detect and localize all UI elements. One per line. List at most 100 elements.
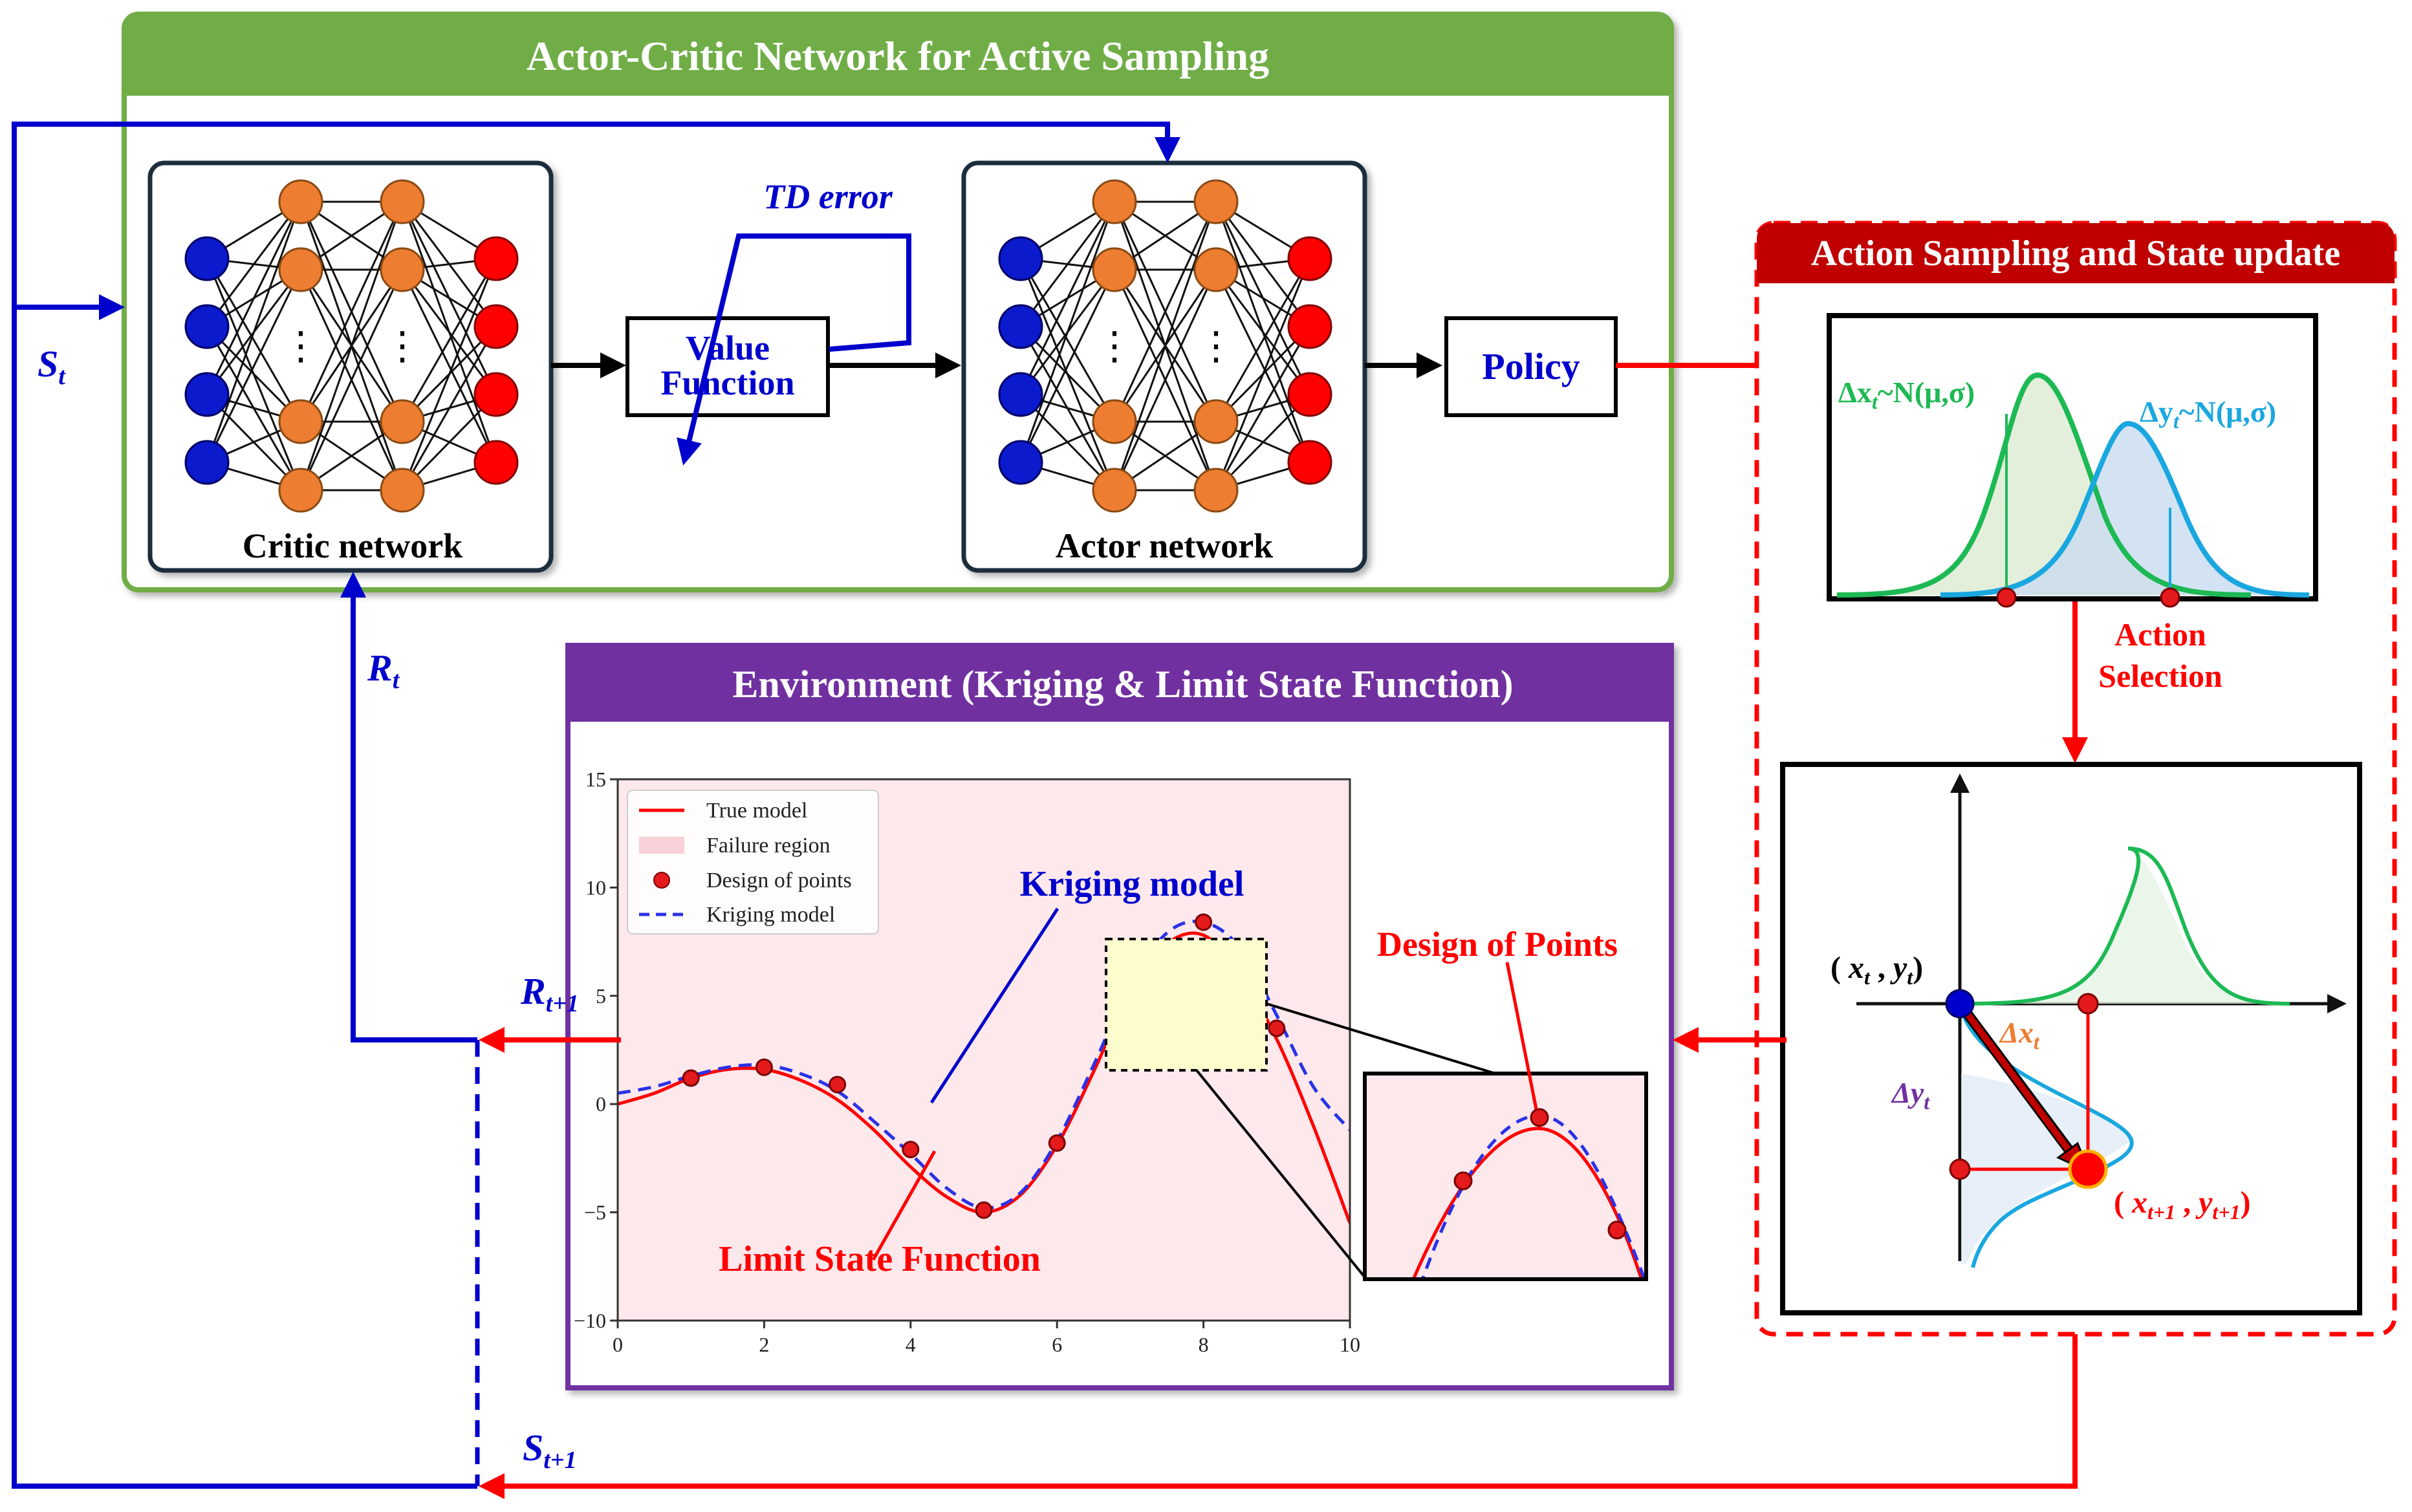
legend-box bbox=[627, 790, 879, 934]
nn-connection bbox=[1019, 201, 1116, 463]
zoom-design-point bbox=[1530, 1108, 1549, 1127]
zoom-design-point bbox=[1453, 1171, 1473, 1191]
legend-design-points-label: Design of points bbox=[706, 869, 852, 892]
design-points bbox=[682, 913, 1286, 1219]
nn-neuron bbox=[1287, 372, 1332, 417]
nn-ellipsis: ⋮ bbox=[1095, 323, 1134, 369]
nn-connection bbox=[401, 326, 497, 491]
environment-panel: Environment (Kriging & Limit State Funct… bbox=[565, 643, 1674, 1390]
nn-connection bbox=[1019, 201, 1116, 327]
limit-state-annotation: Limit State Function bbox=[719, 1239, 1041, 1279]
nn-connection bbox=[299, 201, 404, 422]
value-function-box bbox=[625, 316, 830, 417]
critic-network-label: Critic network bbox=[243, 526, 462, 565]
actor-network-label: Actor network bbox=[1056, 526, 1273, 565]
dx-distribution-curve bbox=[1836, 372, 2252, 598]
actor-network-graphic: ⋮⋮ bbox=[998, 179, 1332, 513]
state-feedback-line bbox=[12, 122, 1180, 1489]
nn-connection bbox=[1019, 201, 1116, 395]
zoom-connector-top bbox=[1266, 1002, 1496, 1075]
zoom-true-model-line bbox=[1411, 1127, 1644, 1279]
design-point bbox=[1268, 1019, 1286, 1037]
zoom-selection bbox=[1105, 938, 1268, 1072]
y-tick-label: 0 bbox=[596, 1092, 606, 1116]
state-label: St bbox=[38, 343, 66, 390]
zoom-inset bbox=[1363, 1072, 1648, 1281]
nn-ellipsis: ⋮ bbox=[383, 323, 422, 369]
delta-y-label: Δyt bbox=[1891, 1076, 1930, 1114]
nn-connection bbox=[1215, 258, 1311, 491]
next-reward-label: Rt+1 bbox=[520, 970, 579, 1017]
state-move-arrow bbox=[1957, 1002, 2072, 1152]
value-function-block: Value Function TD error bbox=[551, 177, 961, 466]
nn-neuron bbox=[1287, 440, 1332, 485]
td-error-label: TD error bbox=[763, 177, 893, 216]
nn-connection bbox=[206, 201, 302, 327]
actor-network-box bbox=[961, 160, 1367, 573]
nn-connection bbox=[1113, 201, 1217, 422]
nn-neuron bbox=[473, 304, 519, 349]
nn-connection bbox=[206, 201, 302, 395]
nn-neuron bbox=[998, 304, 1043, 349]
nn-neuron bbox=[380, 399, 425, 444]
y-tick-label: −5 bbox=[584, 1201, 606, 1224]
nn-connection bbox=[1113, 201, 1217, 491]
design-point bbox=[1048, 1134, 1066, 1152]
nn-connection bbox=[206, 269, 302, 463]
policy-block: Policy bbox=[1365, 316, 1823, 417]
state-x-distribution-fill bbox=[1960, 848, 2290, 1004]
critic-network: ⋮ ⋮ Critic network bbox=[147, 160, 554, 573]
limit-state-annotation-line bbox=[871, 1150, 937, 1261]
nn-connection bbox=[1019, 269, 1116, 463]
nn-connection bbox=[299, 201, 404, 491]
nn-connection bbox=[401, 258, 497, 491]
design-points-annotation: Design of Points bbox=[1377, 925, 1618, 964]
legend-failure-region-label: Failure region bbox=[706, 834, 831, 858]
nn-connection bbox=[1215, 326, 1311, 491]
actor-network: ⋮⋮ Actor network bbox=[961, 160, 1367, 573]
nn-neuron bbox=[184, 372, 230, 417]
design-point bbox=[902, 1141, 920, 1159]
y-tick-label: 15 bbox=[585, 768, 606, 791]
nn-neuron bbox=[184, 440, 230, 485]
kriging-annotation: Kriging model bbox=[1020, 864, 1244, 904]
design-point bbox=[682, 1069, 700, 1087]
design-point bbox=[829, 1075, 847, 1094]
action-sampling-title: Action Sampling and State update bbox=[1811, 233, 2340, 274]
actor-critic-title: Actor-Critic Network for Active Sampling bbox=[527, 33, 1269, 79]
dy-distribution-curve bbox=[1940, 420, 2310, 598]
y-tick-label: −10 bbox=[574, 1309, 606, 1332]
nn-neuron bbox=[473, 236, 519, 281]
nn-neuron bbox=[1193, 468, 1239, 513]
nn-ellipsis: ⋮ bbox=[281, 323, 320, 369]
y-projection-point bbox=[1949, 1158, 1971, 1180]
legend-design-points-swatch bbox=[653, 872, 670, 889]
reward-label: Rt bbox=[367, 647, 400, 694]
nn-neuron bbox=[1092, 399, 1137, 444]
td-error-arrow bbox=[677, 233, 911, 466]
nn-neuron bbox=[1092, 247, 1137, 292]
nn-neuron bbox=[184, 236, 230, 281]
next-state-point bbox=[2068, 1149, 2108, 1189]
legend-true-model-label: True model bbox=[706, 799, 807, 823]
policy-label: Policy bbox=[1482, 345, 1580, 387]
nn-neuron bbox=[380, 468, 425, 513]
value-function-line2: Function bbox=[660, 363, 794, 402]
nn-neuron bbox=[998, 236, 1043, 281]
kriging-annotation-line bbox=[929, 907, 1059, 1104]
state-x-distribution-curve bbox=[1959, 847, 2290, 1006]
reward-to-critic-arrow bbox=[340, 572, 477, 1042]
dy-distribution-label: Δyt~N(μ,σ) bbox=[2140, 395, 2276, 433]
dy-sample-point bbox=[2160, 587, 2180, 608]
action-selection-line2: Selection bbox=[2098, 658, 2222, 694]
nn-connection bbox=[299, 269, 404, 491]
nn-connection bbox=[1215, 393, 1311, 491]
nn-neuron bbox=[1193, 399, 1239, 444]
next-state-label: ( xt+1 , yt+1) bbox=[2114, 1185, 2251, 1224]
plot-legend: True model Failure region Design of poin… bbox=[627, 790, 879, 934]
design-points-annotation-line bbox=[1505, 962, 1538, 1110]
x-tick-label: 0 bbox=[613, 1333, 623, 1356]
nn-neuron bbox=[278, 247, 323, 292]
y-tick-label: 10 bbox=[585, 876, 606, 899]
